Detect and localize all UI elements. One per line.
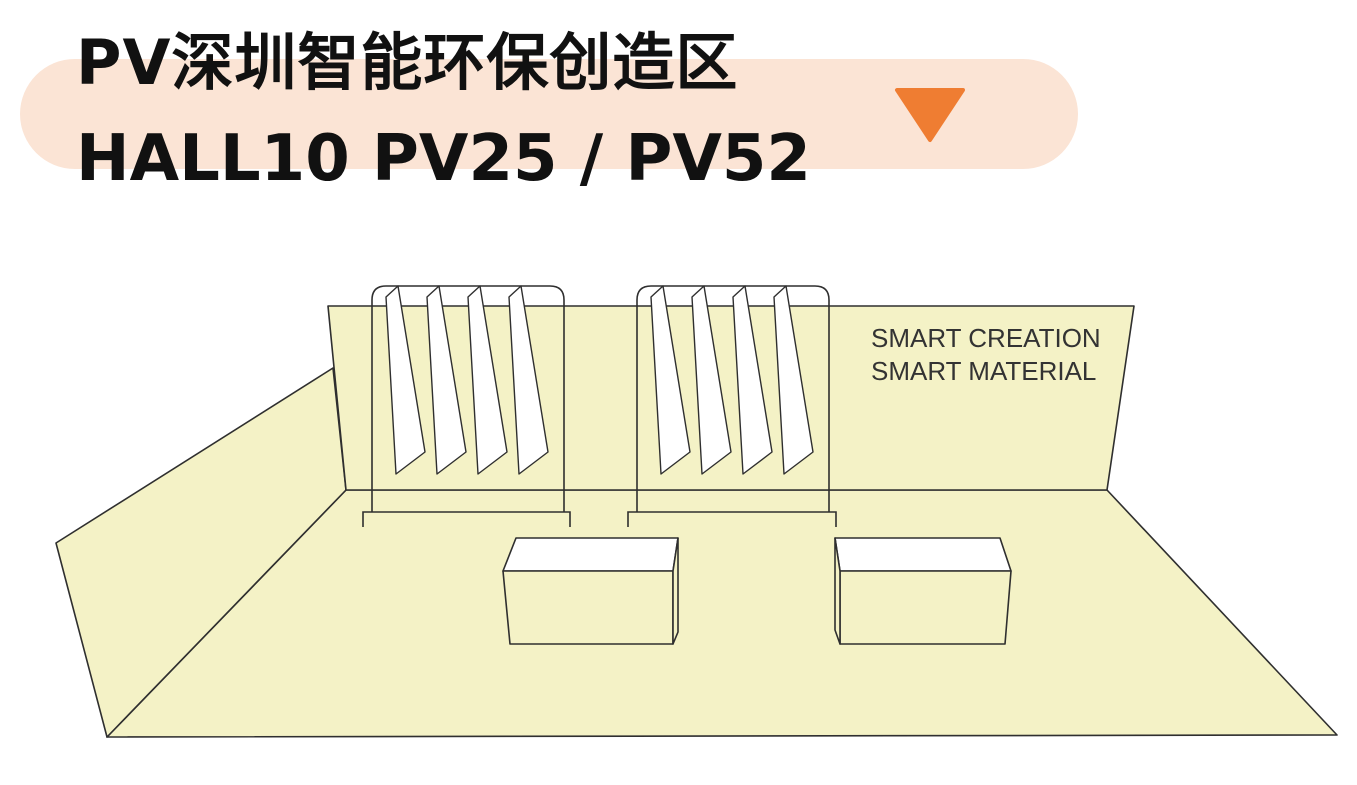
hanging-panels-right (650, 285, 814, 475)
title-banner (20, 59, 1078, 169)
hanging-panels-left (385, 285, 549, 475)
tagline-line-1: SMART CREATION (871, 323, 1101, 353)
display-table-left (502, 537, 679, 645)
display-rack-right (627, 285, 837, 527)
hall-booth-label: HALL10 PV25 / PV52 (76, 122, 811, 196)
tagline-line-2: SMART MATERIAL (871, 356, 1096, 386)
display-table-right (834, 537, 1012, 645)
page-title: PV深圳智能环保创造区 (76, 26, 739, 99)
triangle-down-icon[interactable] (893, 86, 967, 144)
display-rack-left (362, 285, 571, 527)
